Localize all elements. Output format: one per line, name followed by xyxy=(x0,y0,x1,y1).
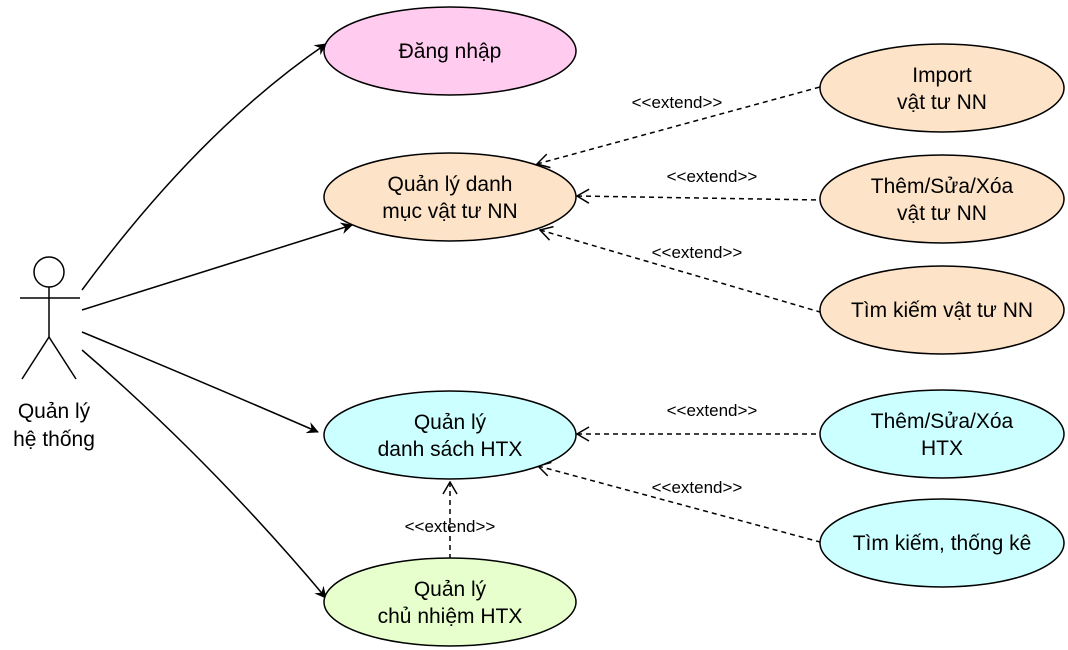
use-case-manage-materials[interactable]: Quản lý danh mục vật tư NN xyxy=(323,152,577,242)
assoc-login xyxy=(81,43,327,291)
use-case-crud-htx[interactable]: Thêm/Sửa/Xóa HTX xyxy=(819,389,1065,479)
extend-search-materials xyxy=(540,230,821,313)
use-case-search-materials-label: Tìm kiếm vật tư NN xyxy=(851,299,1033,322)
extend-import xyxy=(537,86,821,164)
use-case-manage-htx-line2: danh sách HTX xyxy=(378,438,523,461)
extend-label-crud-htx: <<extend>> xyxy=(667,401,758,420)
use-case-manage-htx-line1: Quản lý xyxy=(414,411,487,434)
extend-label-crud-materials: <<extend>> xyxy=(667,167,758,186)
use-case-manage-materials-line1: Quản lý danh xyxy=(388,173,513,196)
use-case-login-label: Đăng nhập xyxy=(399,40,502,63)
use-case-manage-chairman-line1: Quản lý xyxy=(414,578,487,601)
assoc-manage-materials xyxy=(81,222,353,311)
actor-stick-figure[interactable] xyxy=(20,256,80,380)
extend-label-chairman: <<extend>> xyxy=(405,517,496,536)
actor-name-line2: hệ thống xyxy=(13,428,95,451)
use-case-manage-materials-line2: mục vật tư NN xyxy=(382,200,517,223)
use-case-import-materials-line1: Import xyxy=(912,64,972,87)
use-case-import-materials-line2: vật tư NN xyxy=(897,91,987,114)
use-case-crud-materials[interactable]: Thêm/Sửa/Xóa vật tư NN xyxy=(819,154,1065,244)
use-case-search-htx[interactable]: Tìm kiếm, thống kê xyxy=(819,498,1065,588)
association-lines xyxy=(81,43,353,599)
use-case-search-materials[interactable]: Tìm kiếm vật tư NN xyxy=(819,265,1065,355)
assoc-manage-chairman xyxy=(81,349,327,599)
use-case-manage-htx[interactable]: Quản lý danh sách HTX xyxy=(323,390,577,480)
extend-lines xyxy=(450,86,821,558)
assoc-manage-htx xyxy=(81,331,319,434)
use-case-crud-materials-line2: vật tư NN xyxy=(897,202,987,225)
use-case-manage-chairman-line2: chủ nhiệm HTX xyxy=(378,605,523,628)
use-case-crud-materials-line1: Thêm/Sửa/Xóa xyxy=(871,175,1014,198)
actor-name-line1: Quản lý xyxy=(18,400,91,423)
extend-crud-materials xyxy=(577,196,821,200)
use-case-crud-htx-line1: Thêm/Sửa/Xóa xyxy=(871,410,1014,433)
extend-label-search-htx: <<extend>> xyxy=(652,478,743,497)
use-case-import-materials[interactable]: Import vật tư NN xyxy=(819,43,1065,133)
extend-label-import: <<extend>> xyxy=(632,93,723,112)
use-case-crud-htx-line2: HTX xyxy=(921,437,963,460)
use-case-search-htx-label: Tìm kiếm, thống kê xyxy=(853,532,1032,555)
extend-label-search-materials: <<extend>> xyxy=(652,243,743,262)
extend-search-htx xyxy=(538,466,821,543)
use-case-manage-chairman[interactable]: Quản lý chủ nhiệm HTX xyxy=(323,557,577,647)
use-case-login[interactable]: Đăng nhập xyxy=(323,6,577,96)
